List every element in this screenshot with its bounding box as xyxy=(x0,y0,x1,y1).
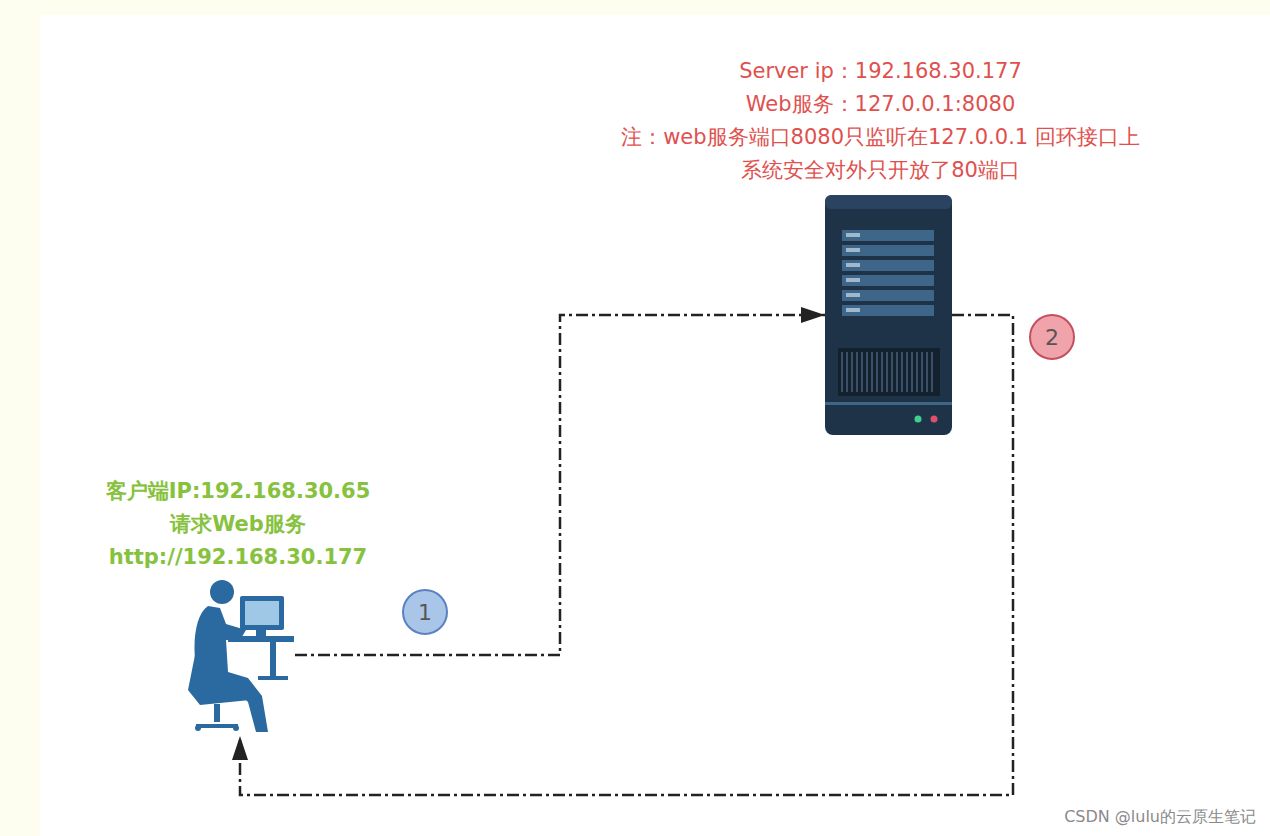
node-text: Server ip：192.168.30.177 xyxy=(621,55,1140,88)
node-text: Web服务：127.0.0.1:8080 xyxy=(621,88,1140,121)
node-text: http://192.168.30.177 xyxy=(106,541,371,574)
node-caption: Server ip：192.168.30.177Web服务：127.0.0.1:… xyxy=(621,55,1140,187)
watermark: CSDN @lulu的云原生笔记 xyxy=(1064,807,1256,828)
person-icon xyxy=(188,580,294,732)
connector xyxy=(295,315,825,655)
node-caption: 客户端IP:192.168.30.65请求Web服务http://192.168… xyxy=(106,475,371,574)
callout-number: 1 xyxy=(402,589,448,635)
client-node: 客户端IP:192.168.30.65请求Web服务http://192.168… xyxy=(185,578,295,736)
node-text: 客户端IP:192.168.30.65 xyxy=(106,475,371,508)
server-node: Server ip：192.168.30.177Web服务：127.0.0.1:… xyxy=(825,195,952,435)
node-text: 请求Web服务 xyxy=(106,508,371,541)
server-icon xyxy=(825,195,952,435)
node-text: 系统安全对外只开放了80端口 xyxy=(621,154,1140,187)
callout-number: 2 xyxy=(1029,314,1075,360)
node-text: 注：web服务端口8080只监听在127.0.0.1 回环接口上 xyxy=(621,121,1140,154)
